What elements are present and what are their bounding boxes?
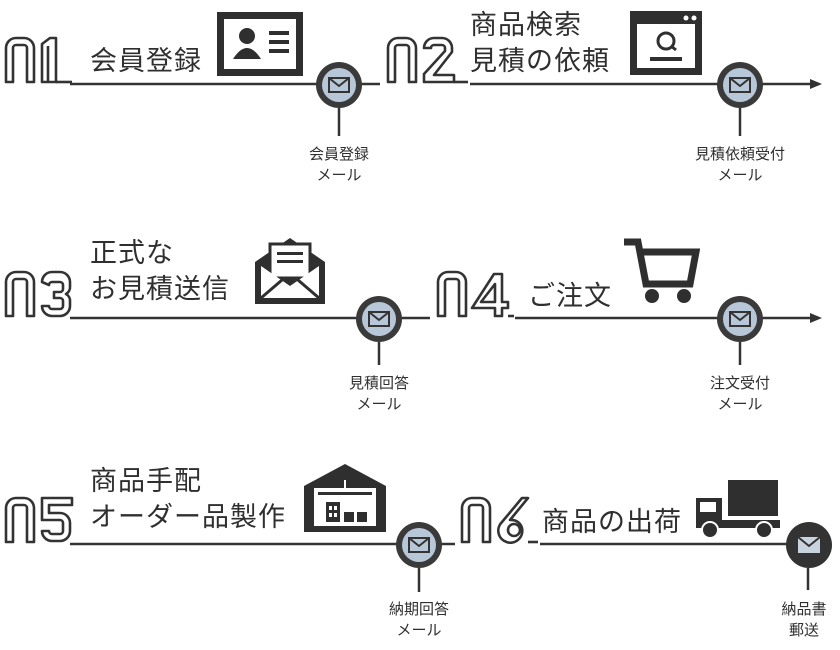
browser-search-icon	[630, 11, 702, 75]
mail-node-04	[717, 296, 763, 342]
step-02-title: 商品検索 見積の依頼	[470, 10, 610, 77]
envelope-letter-icon	[255, 238, 325, 304]
step-06-title: 商品の出荷	[542, 507, 682, 538]
mail-node-06	[786, 522, 832, 568]
row2-arrowhead	[810, 313, 822, 323]
step-number-01	[4, 36, 72, 84]
step-04-title: ご注文	[528, 281, 612, 312]
step-number-06	[460, 496, 538, 544]
step-number-03	[4, 270, 72, 318]
mail-node-02	[717, 62, 763, 108]
warehouse-icon	[304, 464, 386, 532]
email-label-01: 会員登録 メール	[308, 145, 369, 184]
step-number-02	[386, 36, 468, 84]
email-label-03: 見積回答 メール	[348, 374, 409, 413]
step-05-title: 商品手配 オーダー品製作	[90, 466, 286, 533]
step-number-05	[4, 496, 74, 544]
email-label-02: 見積依頼受付 メール	[694, 145, 785, 184]
email-label-04: 注文受付 メール	[709, 374, 770, 413]
step-01-title: 会員登録	[90, 46, 202, 77]
profile-card-icon	[217, 12, 303, 76]
step-03-title: 正式な お見積送信	[90, 238, 230, 305]
shopping-cart-icon	[624, 238, 700, 303]
step-number-04	[436, 270, 514, 318]
mail-node-05	[396, 522, 442, 568]
row1-arrowhead	[810, 79, 822, 89]
email-label-06: 納品書 郵送	[781, 600, 827, 639]
mail-node-03	[356, 296, 402, 342]
mail-node-01	[316, 62, 362, 108]
email-label-05: 納期回答 メール	[388, 600, 449, 639]
delivery-truck-icon	[696, 480, 780, 539]
